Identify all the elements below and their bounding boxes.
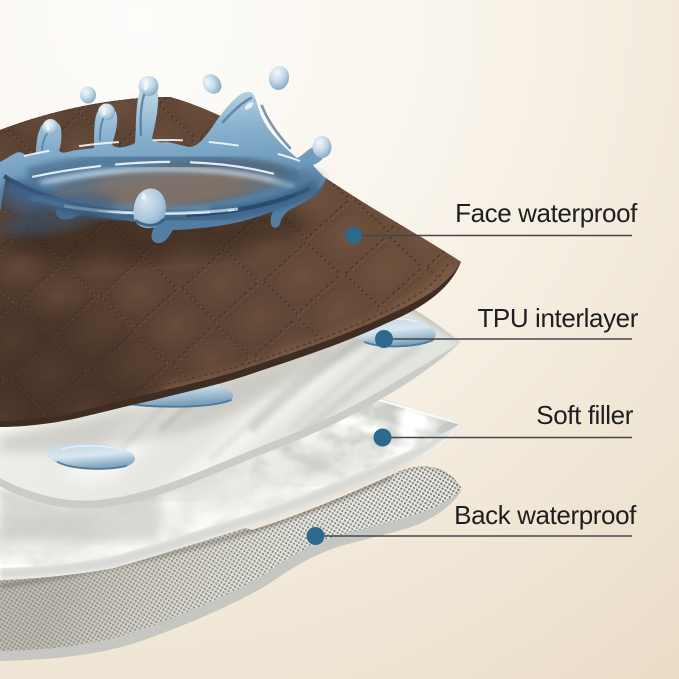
svg-text:TPU interlayer: TPU interlayer	[477, 303, 638, 333]
svg-text:Back waterproof: Back waterproof	[454, 500, 637, 530]
svg-text:Face waterproof: Face waterproof	[455, 198, 638, 228]
svg-text:Soft filler: Soft filler	[536, 400, 633, 430]
